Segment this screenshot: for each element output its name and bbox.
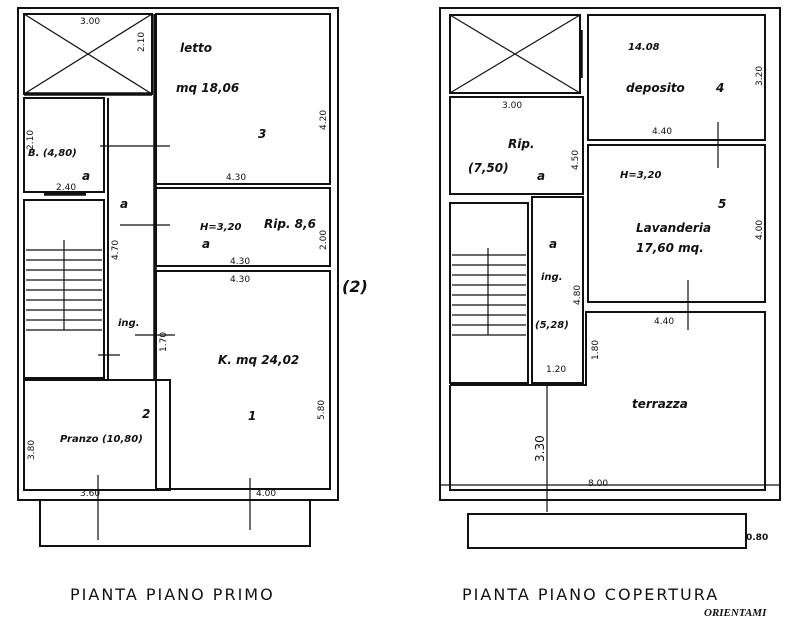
dimension-label: 2.00	[319, 230, 329, 250]
dimension-label: 3.20	[755, 66, 765, 86]
dimension-label: 4.30	[226, 173, 246, 183]
dimension-label: 3.00	[502, 101, 522, 111]
room-area-bedroom: mq 18,06	[176, 81, 239, 95]
room-area-deposit: 14.08	[628, 42, 660, 53]
dimension-label: 1.70	[159, 332, 169, 352]
room-area-laundry: 17,60 mq.	[636, 241, 704, 255]
dimension-label: 3.60	[80, 489, 100, 499]
room-storage	[155, 187, 331, 267]
door-mark: a	[82, 169, 90, 183]
door-mark: a	[537, 169, 545, 183]
room-area-entrance: (5,28)	[535, 320, 569, 331]
room-label-storage: Rip. 8,6	[264, 217, 316, 231]
room-number-kitchen: 1	[248, 409, 256, 423]
room-label-terrace: terrazza	[632, 397, 688, 411]
dimension-label: 4.00	[256, 489, 276, 499]
room-label-entrance: ing.	[118, 318, 140, 329]
first-floor-plan: letto mq 18,06 3 H=3,20 Rip. 8,6 a B. (4…	[17, 7, 368, 604]
door-mark: a	[202, 237, 210, 251]
dimension-label: 0.80	[746, 533, 768, 543]
plan-title-first-floor: PIANTA PIANO PRIMO	[70, 585, 275, 604]
orientation-label: ORIENTAMI	[704, 607, 767, 618]
dimension-label: 3.00	[80, 17, 100, 27]
dimension-label: 4.40	[652, 127, 672, 137]
dimension-label: 4.30	[230, 257, 250, 267]
room-label-bath: B. (4,80)	[28, 148, 77, 159]
roof-floor-plan: 14.08 deposito 4 Rip. (7,50) a H=3,20 5 …	[439, 7, 781, 618]
dimension-label: 5.80	[317, 400, 327, 420]
room-label-dining: Pranzo (10,80)	[60, 434, 143, 445]
room-area-storage: (7,50)	[468, 161, 509, 175]
balcony	[39, 499, 311, 547]
room-bedroom	[155, 13, 331, 185]
room-kitchen	[155, 270, 331, 490]
stairs	[449, 202, 529, 384]
dimension-label: 4.20	[319, 110, 329, 130]
stairs	[23, 199, 105, 379]
room-label-bedroom: letto	[180, 41, 212, 55]
room-dining	[23, 379, 171, 491]
door-mark: a	[120, 197, 128, 211]
room-height-storage: H=3,20	[200, 222, 241, 233]
dimension-label: 3.80	[27, 440, 37, 460]
dimension-label: 8.00	[588, 479, 608, 489]
room-height-laundry: H=3,20	[620, 170, 661, 181]
dimension-label: 2.10	[137, 32, 147, 52]
stair-steps	[452, 248, 526, 336]
room-label-kitchen: K. mq 24,02	[218, 353, 299, 367]
room-label-deposit: deposito	[626, 81, 685, 95]
dimension-label: 4.70	[111, 240, 121, 260]
dimension-label: 4.50	[571, 150, 581, 170]
room-deposit	[587, 14, 766, 141]
dimension-label: 4.30	[230, 275, 250, 285]
room-number-bedroom: 3	[258, 127, 266, 141]
room-label-entrance: ing.	[541, 272, 563, 283]
room-label-storage: Rip.	[508, 137, 535, 151]
room-number-dining: 2	[142, 407, 150, 421]
dimension-label: 3.30	[533, 435, 547, 462]
room-number-deposit: 4	[715, 81, 724, 95]
room-terrace	[449, 311, 766, 491]
dimension-label: 4.40	[654, 317, 674, 327]
room-label-laundry: Lavanderia	[636, 221, 711, 235]
dimension-label: 1.20	[546, 365, 566, 375]
stair-steps	[26, 240, 102, 331]
plan-title-roof-floor: PIANTA PIANO COPERTURA	[462, 585, 719, 604]
door-mark: a	[549, 237, 557, 251]
balcony	[467, 513, 747, 549]
room-bath	[23, 97, 105, 193]
room-number-laundry: 5	[718, 197, 726, 211]
dimension-label: 1.80	[591, 340, 601, 360]
outer-wall	[439, 7, 781, 501]
room-entrance	[531, 196, 584, 384]
dimension-label: 4.80	[573, 285, 583, 305]
dimension-label: 4.00	[755, 220, 765, 240]
room-laundry	[587, 144, 766, 303]
dimension-label: 2.10	[26, 130, 36, 150]
dimension-label: 2.40	[56, 183, 76, 193]
section-marker: (2)	[342, 277, 368, 296]
room-storage	[449, 96, 584, 195]
